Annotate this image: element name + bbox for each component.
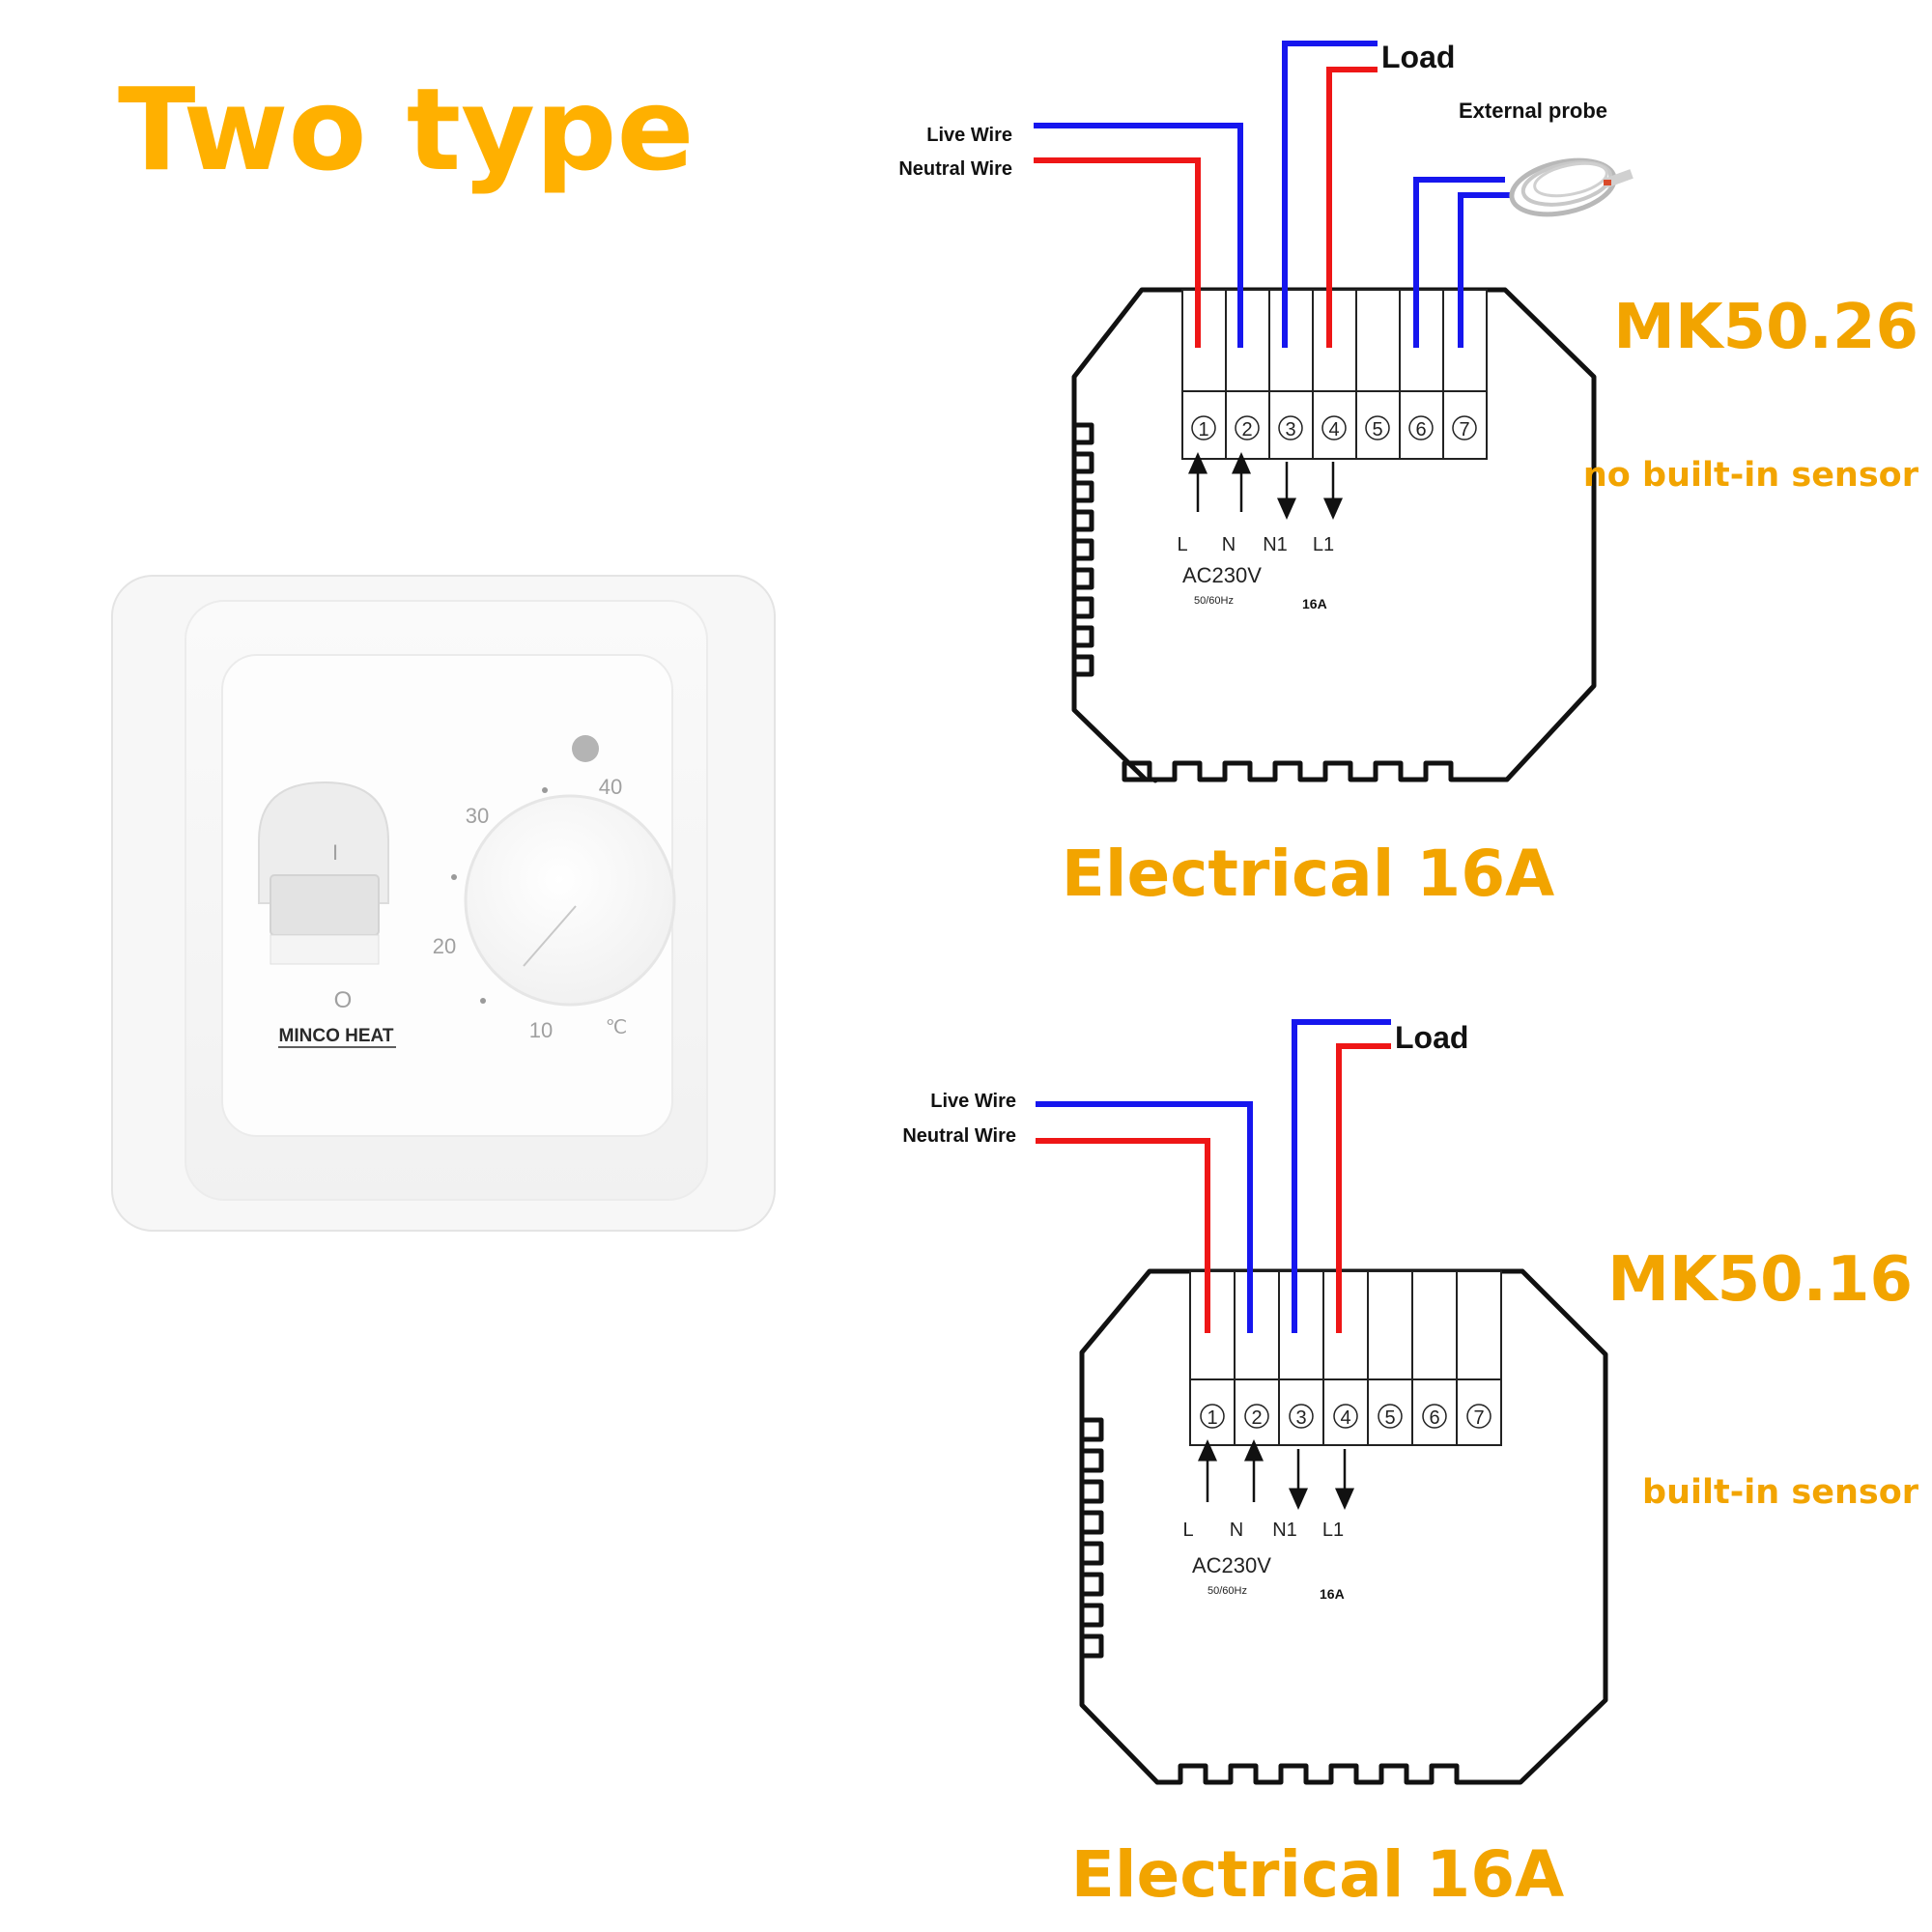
live-wire-label: Live Wire (930, 1091, 1016, 1112)
terminal-3: 3 (1295, 1407, 1306, 1429)
thermostat-product-image: I O MINCO HEAT 40 30 20 10 ℃ (111, 575, 776, 1232)
io-label-L: L (1182, 1520, 1193, 1541)
temperature-knob[interactable] (464, 794, 676, 1007)
load-wire-red (1336, 1043, 1391, 1333)
neutral-wire-label: Neutral Wire (898, 158, 1012, 180)
live-wire-label: Live Wire (926, 125, 1012, 146)
dial-label-20: 20 (433, 934, 456, 958)
io-label-L: L (1177, 534, 1187, 555)
dial-label-40: 40 (599, 775, 622, 799)
load-label: Load (1381, 40, 1455, 74)
external-probe-coil (1509, 157, 1634, 217)
probe-wire-2 (1458, 192, 1513, 348)
probe-wire-1 (1413, 177, 1505, 348)
terminal-block: 1 2 3 4 5 6 7 (1181, 289, 1488, 460)
io-label-L1: L1 (1313, 534, 1334, 555)
io-label-N1: N1 (1263, 534, 1288, 555)
live-wire (1034, 123, 1243, 348)
supply-voltage: AC230V (1192, 1553, 1271, 1577)
wiring-diagram-mk50-16: 1 2 3 4 5 6 7 Live Wire Neutral Wire Loa… (902, 1019, 1608, 1785)
terminal-1: 1 (1207, 1407, 1217, 1429)
load-wire-blue (1292, 1019, 1391, 1333)
terminal-2: 2 (1251, 1407, 1262, 1429)
external-probe-label: External probe (1459, 99, 1607, 123)
terminal-5: 5 (1384, 1407, 1395, 1429)
current-rating: 16A (1320, 1586, 1345, 1602)
terminal-2: 2 (1241, 419, 1252, 440)
power-rocker-switch[interactable] (258, 781, 389, 965)
model-name-mk50-16: MK50.16 (1607, 1244, 1913, 1316)
supply-frequency: 50/60Hz (1194, 595, 1234, 607)
sensor-note-mk50-16: built-in sensor (1642, 1473, 1919, 1512)
terminal-6: 6 (1429, 1407, 1439, 1429)
terminal-1: 1 (1198, 419, 1208, 440)
live-wire (1036, 1101, 1253, 1333)
dial-unit: ℃ (606, 1017, 627, 1038)
neutral-wire (1034, 157, 1201, 348)
terminal-6: 6 (1415, 419, 1426, 440)
brand-logo: MINCO HEAT (279, 1026, 394, 1046)
indicator-led (572, 735, 599, 762)
terminal-3: 3 (1285, 419, 1295, 440)
switch-off-mark: O (334, 987, 353, 1013)
dial-label-30: 30 (466, 804, 489, 828)
terminal-4: 4 (1340, 1407, 1350, 1429)
load-wire-red (1326, 67, 1378, 348)
model-name-mk50-26: MK50.26 (1613, 292, 1918, 363)
neutral-wire (1036, 1138, 1210, 1333)
page-title: Two type (118, 63, 695, 196)
switch-on-mark: I (332, 840, 338, 865)
rating-caption-2: Electrical 16A (1071, 1837, 1565, 1912)
io-label-L1: L1 (1322, 1520, 1344, 1541)
rating-caption-1: Electrical 16A (1062, 837, 1555, 911)
terminal-7: 7 (1459, 419, 1469, 440)
io-label-N: N (1222, 534, 1236, 555)
io-label-N1: N1 (1272, 1520, 1297, 1541)
wiring-diagram-mk50-26: 1 2 3 4 5 6 7 Live Wire Neutral Wire (898, 40, 1634, 783)
terminal-5: 5 (1372, 419, 1382, 440)
load-wire-blue (1282, 41, 1378, 348)
current-rating: 16A (1302, 596, 1327, 611)
terminal-4: 4 (1328, 419, 1339, 440)
load-label: Load (1395, 1020, 1468, 1055)
supply-voltage: AC230V (1182, 563, 1262, 587)
terminal-7: 7 (1473, 1407, 1484, 1429)
supply-frequency: 50/60Hz (1208, 1585, 1247, 1597)
sensor-note-mk50-26: no built-in sensor (1583, 456, 1919, 495)
dial-label-10: 10 (529, 1018, 553, 1042)
io-label-N: N (1230, 1520, 1243, 1541)
terminal-block: 1 2 3 4 5 6 7 (1189, 1270, 1502, 1446)
neutral-wire-label: Neutral Wire (902, 1125, 1016, 1147)
